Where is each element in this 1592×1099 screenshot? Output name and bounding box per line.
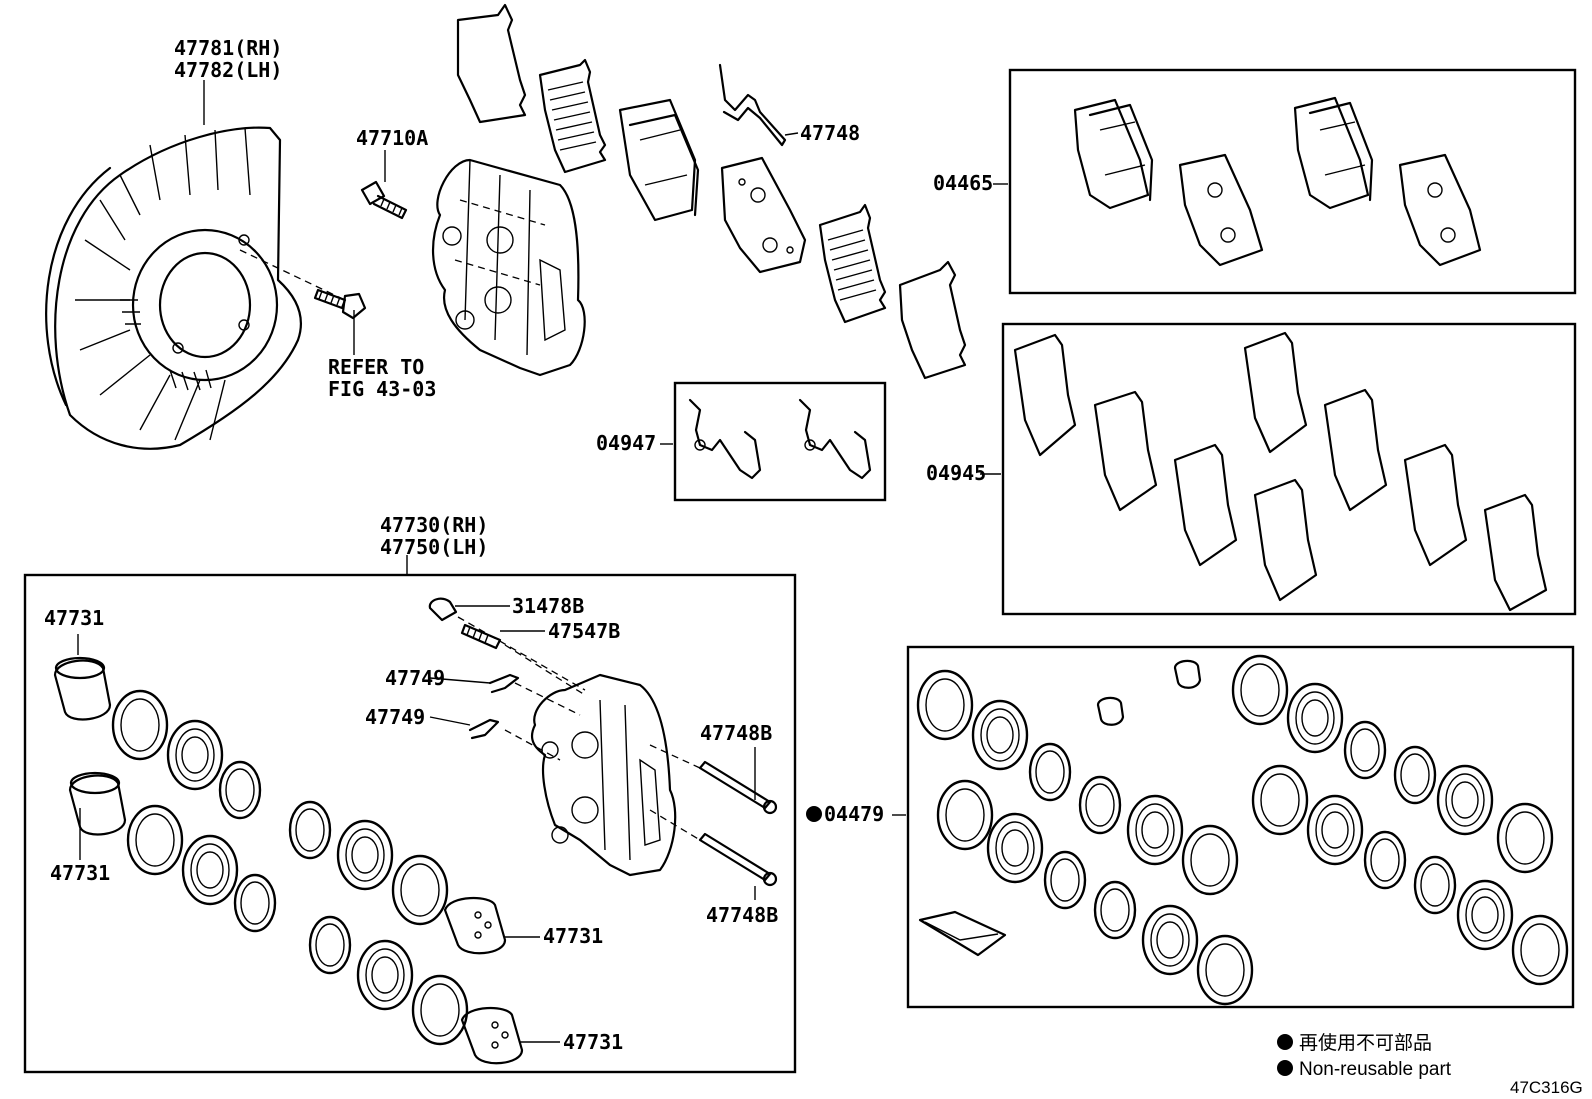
label-04947: 04947: [596, 431, 656, 455]
label-47782: 47782(LH): [174, 58, 282, 82]
bolt-drawing: [313, 180, 408, 320]
pad-kit-box: [1008, 68, 1577, 295]
legend-text-en: Non-reusable part: [1299, 1059, 1452, 1080]
pad-strip-drawing: [456, 3, 967, 380]
legend-bullet-jp: [1277, 1034, 1293, 1050]
caliper-upper-drawing: [432, 158, 586, 377]
dust-cover-drawing: [45, 126, 302, 450]
label-47748: 47748: [800, 121, 860, 145]
non-reusable-marker: [806, 806, 822, 822]
label-47731-bottom: 47731: [563, 1030, 623, 1054]
label-47748B-upper: 47748B: [700, 721, 772, 745]
label-47547B: 47547B: [548, 619, 620, 643]
label-04465: 04465: [933, 171, 993, 195]
label-31478B: 31478B: [512, 594, 584, 618]
label-47749-lower: 47749: [365, 705, 425, 729]
legend-text-jp: 再使用不可部品: [1299, 1032, 1432, 1054]
label-47731-top-left: 47731: [44, 606, 104, 630]
label-47731-center: 47731: [543, 924, 603, 948]
label-47710A: 47710A: [356, 126, 428, 150]
label-47731-mid-left: 47731: [50, 861, 110, 885]
label-47748B-lower: 47748B: [706, 903, 778, 927]
label-refer-to: REFER TO: [328, 355, 424, 379]
label-47781: 47781(RH): [174, 36, 282, 60]
label-47730: 47730(RH): [380, 513, 488, 537]
label-47750: 47750(LH): [380, 535, 488, 559]
repair-kit-box: [906, 645, 1575, 1009]
leader-lines: [77, 80, 1008, 1043]
label-04479: 04479: [824, 802, 884, 826]
label-47749-upper: 47749: [385, 666, 445, 690]
figure-id: 47C316G: [1510, 1078, 1583, 1097]
spring-kit-box: [673, 381, 887, 502]
legend-bullet-en: [1277, 1060, 1293, 1076]
part-labels: 47781(RH) 47782(LH) 47710A REFER TO FIG …: [44, 36, 993, 1054]
label-04945: 04945: [926, 461, 986, 485]
label-fig-43-03: FIG 43-03: [328, 377, 436, 401]
caliper-assembly-box: [23, 573, 797, 1074]
legend: 再使用不可部品 Non-reusable part 47C316G: [1277, 1032, 1583, 1097]
shim-kit-box: [1001, 322, 1577, 616]
